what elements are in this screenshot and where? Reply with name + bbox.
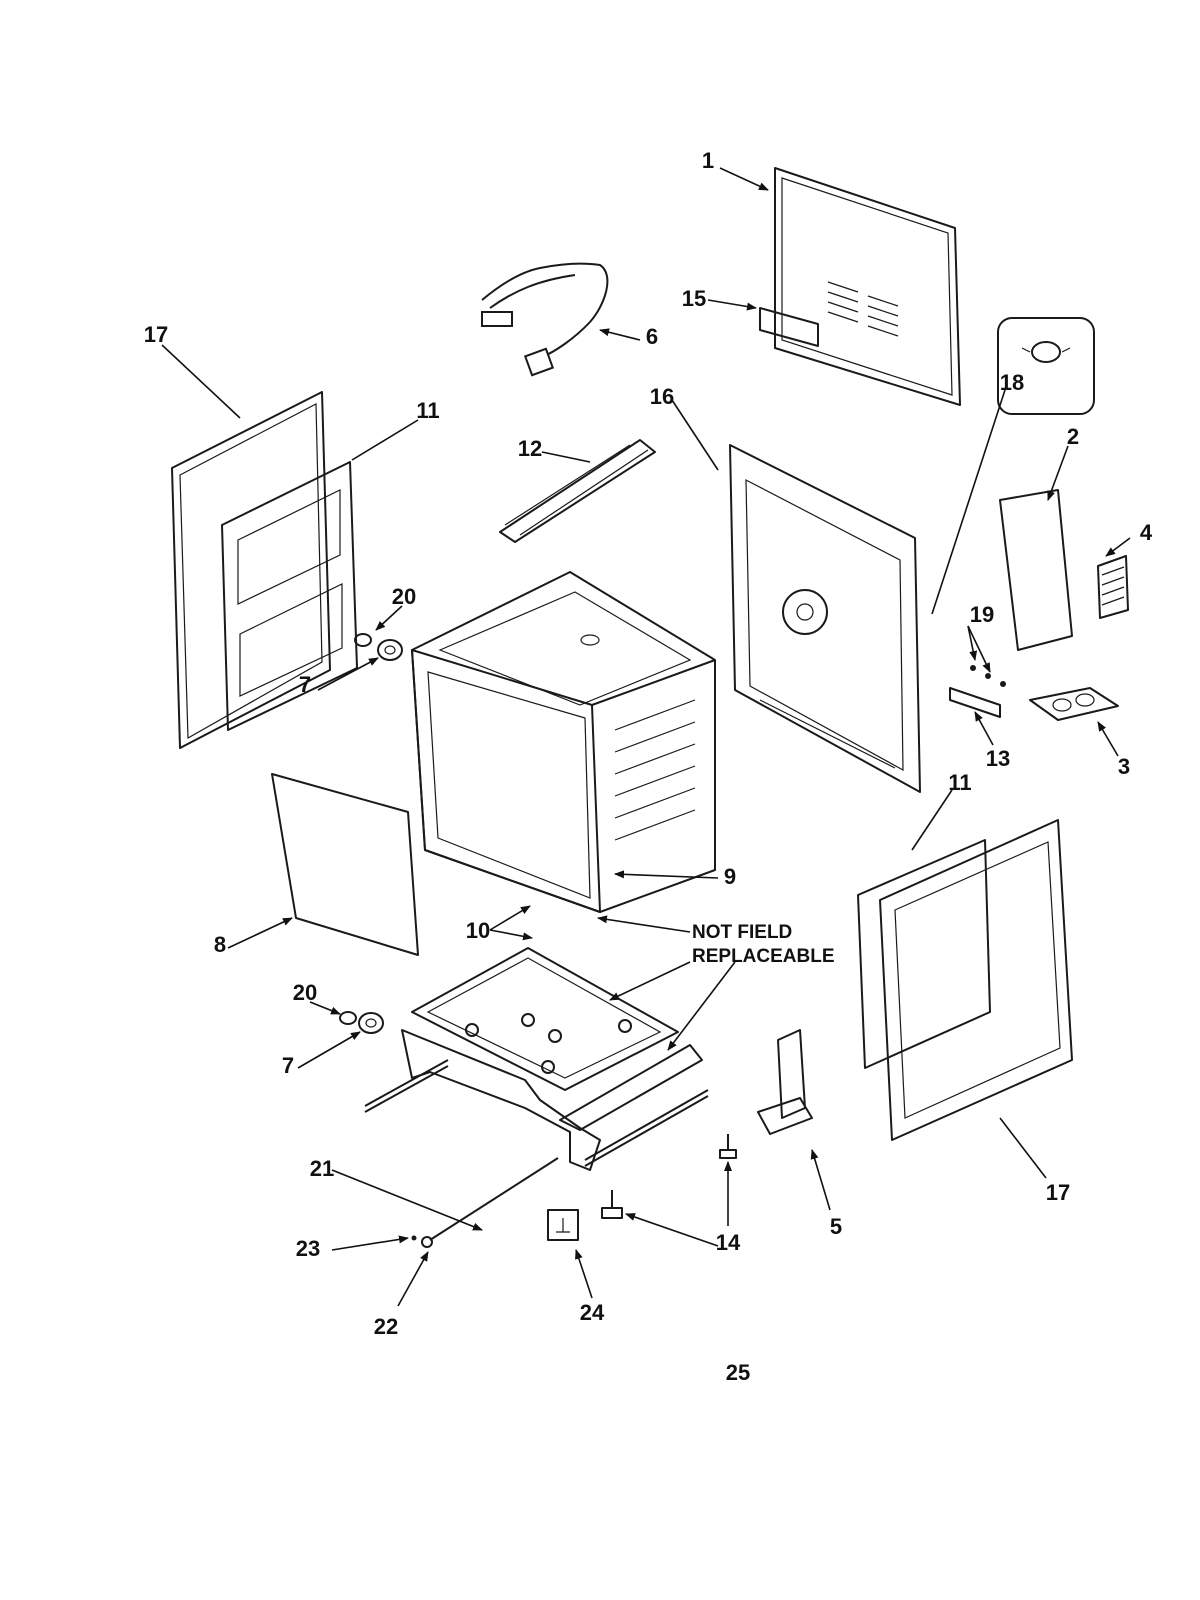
callout-19: 19: [970, 602, 994, 627]
callout-11-right: 11: [948, 770, 971, 795]
callout-20-upper: 20: [392, 584, 416, 609]
callout-6: 6: [646, 324, 658, 349]
part-side-panel-left: [171, 391, 331, 749]
note-line-2: REPLACEABLE: [692, 946, 835, 967]
part-insulation-right: [857, 839, 991, 1069]
callout-7-upper: 7: [299, 672, 311, 697]
callout-4: 4: [1140, 520, 1153, 545]
callout-1: 1: [702, 148, 714, 173]
part-front-frame: [729, 444, 921, 793]
part-terminal-block: [949, 665, 1006, 718]
callout-15: 15: [682, 286, 706, 311]
leader-lines: [161, 167, 1131, 1307]
part-leveling-legs: [601, 1134, 737, 1219]
callout-22: 22: [374, 1314, 398, 1339]
callout-17-right: 17: [1046, 1180, 1070, 1205]
part-bottom-pan: [411, 947, 679, 1091]
callout-7-lower: 7: [282, 1053, 294, 1078]
callout-23: 23: [296, 1236, 320, 1261]
callout-20-lower: 20: [293, 980, 317, 1005]
part-insulation-left: [221, 461, 358, 731]
part-top-brace: [499, 439, 656, 543]
callout-25: 25: [726, 1360, 750, 1385]
part-inset-box: [997, 317, 1095, 415]
note-line-1: NOT FIELD: [692, 922, 792, 943]
callout-8: 8: [214, 932, 226, 957]
callout-3: 3: [1118, 754, 1130, 779]
callout-9: 9: [724, 864, 736, 889]
callout-14: 14: [716, 1230, 741, 1255]
callout-labels: 1 2 3 4 5 6 7 7 8 9 10 11 11 12 13 14 15…: [144, 148, 1153, 1385]
part-foot: [547, 1209, 579, 1241]
part-bracket: [759, 307, 819, 347]
callout-10: 10: [466, 918, 490, 943]
callout-17-left: 17: [144, 322, 168, 347]
callout-5: 5: [830, 1214, 842, 1239]
part-rear-panel: [774, 167, 961, 406]
part-base-frame: [364, 1029, 709, 1171]
callout-16: 16: [650, 384, 674, 409]
part-side-panel-right: [879, 819, 1073, 1141]
part-leveling-bracket: [757, 1029, 813, 1135]
part-power-cord: [481, 262, 609, 377]
callout-2: 2: [1067, 424, 1079, 449]
part-rod: [429, 1157, 559, 1241]
note-not-field-replaceable: NOT FIELD REPLACEABLE: [692, 922, 835, 967]
part-cover: [999, 489, 1073, 651]
callout-13: 13: [986, 746, 1010, 771]
part-knob-upper: [354, 633, 403, 661]
callout-11-left: 11: [416, 398, 439, 423]
part-rod-end: [411, 1235, 433, 1248]
part-door-gasket: [271, 773, 419, 956]
callout-12: 12: [518, 436, 542, 461]
callout-21: 21: [310, 1156, 334, 1181]
part-vent: [1097, 555, 1129, 619]
part-plate: [1029, 687, 1119, 721]
callout-24: 24: [580, 1300, 605, 1325]
part-oven-cavity: [411, 571, 716, 913]
part-knob-lower: [339, 1011, 384, 1034]
callout-18: 18: [1000, 370, 1024, 395]
